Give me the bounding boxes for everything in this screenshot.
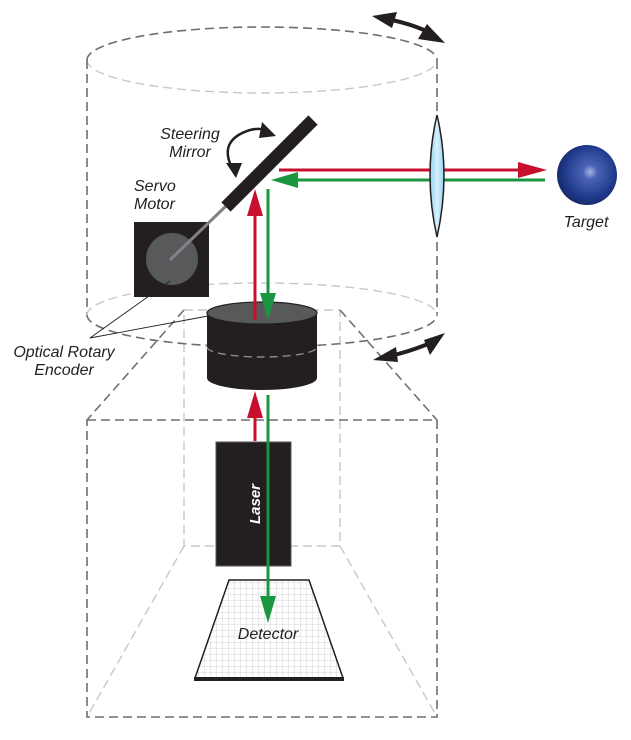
- cylinder-top-back: [86, 59, 438, 94]
- servo-motor-label-line1: Servo: [134, 178, 176, 195]
- servo-motor: [134, 204, 228, 297]
- beam-arrowhead: [247, 189, 263, 216]
- housing-edge: [339, 545, 438, 718]
- beam-arrowhead: [518, 162, 547, 178]
- beam-arrowhead: [271, 172, 298, 188]
- cylinder-top-front: [86, 26, 438, 61]
- beam-arrowhead: [260, 293, 276, 320]
- steering-mirror: [221, 115, 318, 212]
- steering-mirror-label-line2: Mirror: [169, 144, 211, 161]
- laser-label: Laser: [247, 483, 264, 524]
- rotation-arrow-top: [372, 12, 445, 43]
- rotation-arrow-bottom: [373, 333, 445, 362]
- beam-arrowhead: [260, 596, 276, 623]
- housing-edge: [339, 309, 438, 421]
- housing-edge: [86, 545, 185, 718]
- beam-arrowhead: [247, 391, 263, 418]
- mirror-rotation-arrow: [226, 122, 276, 178]
- laser: Laser: [215, 441, 292, 567]
- encoder-label-line1: Optical Rotary: [13, 344, 115, 361]
- lens: [429, 114, 445, 238]
- steering-mirror-label-line1: Steering: [160, 126, 220, 143]
- target-label: Target: [564, 214, 609, 231]
- return-beam: [260, 172, 545, 623]
- target-sphere: [557, 145, 617, 205]
- detector: Detector: [193, 579, 345, 681]
- housing-front-face: [86, 419, 438, 718]
- cylinder-bottom-back: [86, 282, 438, 316]
- housing-edge: [86, 309, 185, 421]
- servo-axle: [168, 204, 228, 262]
- rotating-cylinder: [86, 26, 438, 348]
- encoder-label-line2: Encoder: [34, 362, 94, 379]
- servo-motor-label-line2: Motor: [134, 196, 176, 213]
- outgoing-beam: [247, 162, 547, 441]
- optical-rotary-encoder: [206, 301, 318, 390]
- detector-label: Detector: [238, 626, 299, 643]
- encoder-leader-lines: [89, 280, 209, 339]
